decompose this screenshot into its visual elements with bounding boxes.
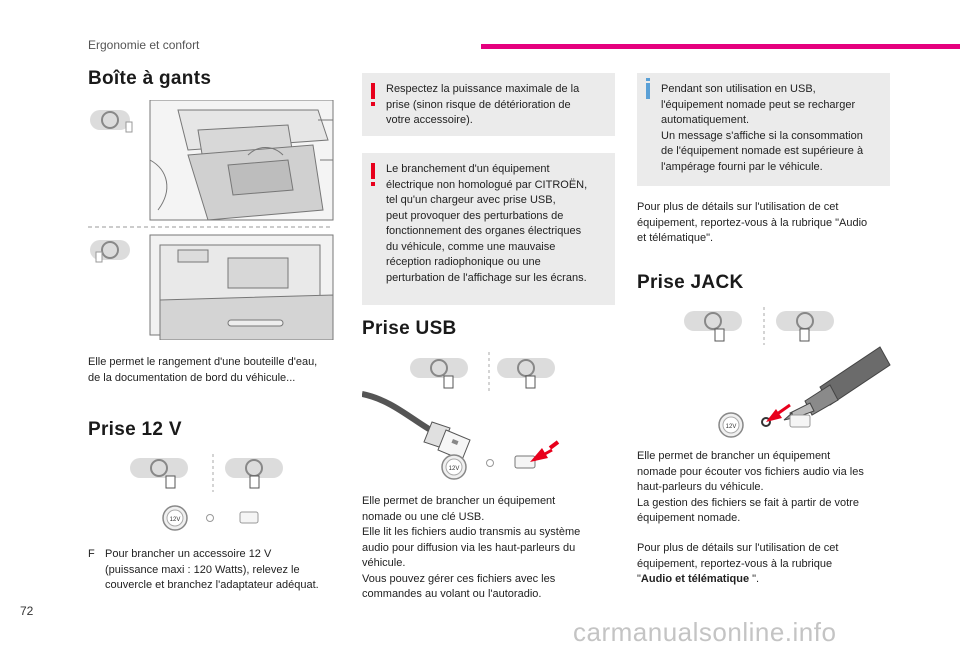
svg-text:12V: 12V xyxy=(449,466,460,472)
jack-illustration: 12V xyxy=(680,305,895,440)
page-number: 72 xyxy=(20,604,34,618)
jack-description: Elle permet de brancher un équipement no… xyxy=(637,450,864,524)
socket12v-illustration: 12V xyxy=(130,452,300,532)
info-icon xyxy=(646,78,650,99)
car-dashboard-thumb-icon xyxy=(684,311,742,342)
bullet-marker: F xyxy=(88,548,95,560)
warning-note-device: Le branchement d'un équipement électriqu… xyxy=(362,153,615,305)
jack-details-reference: Pour plus de détails sur l'utilisation d… xyxy=(637,541,902,588)
info-note-usb-charging: Pendant son utilisation en USB, l'équipe… xyxy=(637,73,890,186)
car-dashboard-thumb-icon xyxy=(410,358,468,389)
car-dashboard-thumb-icon xyxy=(130,458,188,489)
usb-details-reference: Pour plus de détails sur l'utilisation d… xyxy=(637,201,868,244)
jack-details-rubric: Audio et télématique xyxy=(640,573,750,585)
warning-icon xyxy=(371,163,375,186)
glovebox-title: Boîte à gants xyxy=(88,68,212,89)
pointer-arrow-icon xyxy=(766,403,791,422)
jack-details-prefix: Pour plus de détails sur l'utilisation d… xyxy=(637,542,839,585)
usb-illustration: 12V xyxy=(362,350,602,485)
svg-text:12V: 12V xyxy=(726,424,737,430)
usb-title: Prise USB xyxy=(362,318,457,339)
socket-12v-icon: 12V xyxy=(441,454,467,480)
warning-note-text: Le branchement d'un équipement électriqu… xyxy=(386,163,588,284)
jack-plug-icon xyxy=(783,346,891,421)
car-dashboard-thumb-icon xyxy=(776,311,834,342)
glovebox-illustration xyxy=(88,100,343,340)
socket-12v-icon: 12V xyxy=(718,412,744,438)
socket12v-title: Prise 12 V xyxy=(88,419,182,440)
socket12v-instruction: F Pour brancher un accessoire 12 V (puis… xyxy=(88,547,353,594)
socket12v-instruction-text: Pour brancher un accessoire 12 V (puissa… xyxy=(105,548,319,591)
socket-12v-icon: 12V xyxy=(162,505,188,531)
watermark: carmanualsonline.info xyxy=(573,617,837,647)
car-dashboard-thumb-icon xyxy=(225,458,283,489)
car-dashboard-thumb-icon xyxy=(90,240,130,263)
usb-plug-icon xyxy=(362,391,471,461)
warning-icon xyxy=(371,83,375,106)
warning-note-text: Respectez la puissance maximale de la pr… xyxy=(386,83,580,126)
section-header: Ergonomie et confort xyxy=(88,38,200,52)
pointer-arrow-icon xyxy=(530,440,560,462)
car-dashboard-thumb-icon xyxy=(497,358,555,389)
header-accent-bar xyxy=(481,44,960,49)
car-dashboard-thumb-icon xyxy=(90,110,133,133)
glovebox-description: Elle permet le rangement d'une bouteille… xyxy=(88,356,318,384)
svg-text:12V: 12V xyxy=(170,517,181,523)
warning-note-power: Respectez la puissance maximale de la pr… xyxy=(362,73,615,136)
usb-description: Elle permet de brancher un équipement no… xyxy=(362,495,581,600)
info-note-text: Pendant son utilisation en USB, l'équipe… xyxy=(661,83,864,173)
jack-details-suffix: ". xyxy=(749,573,760,585)
jack-title: Prise JACK xyxy=(637,272,744,293)
